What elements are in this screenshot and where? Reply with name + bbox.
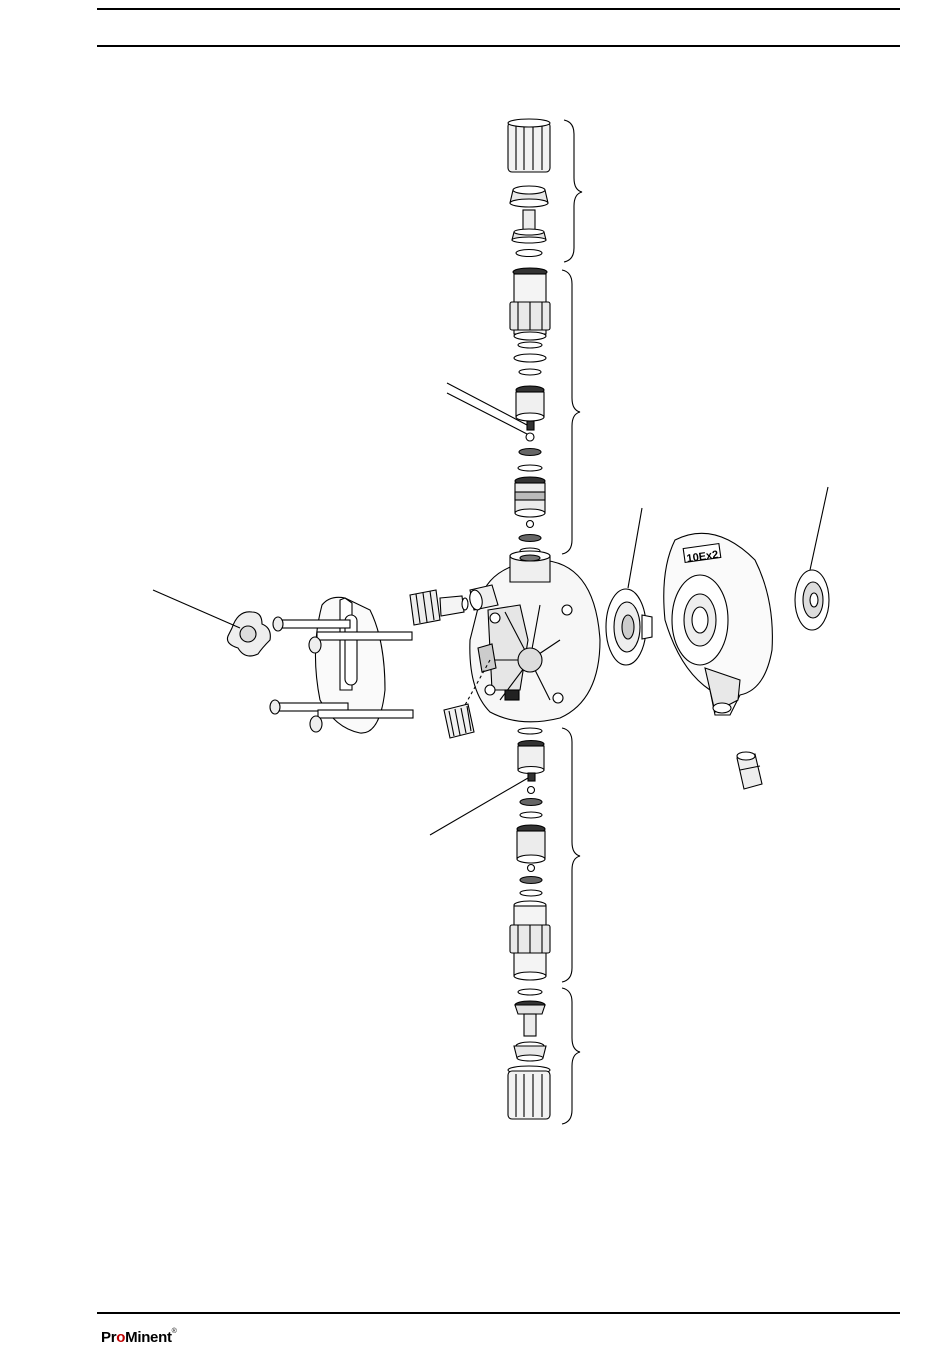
footer-rule <box>97 1312 900 1314</box>
prominent-logo: ProMinent® <box>101 1329 177 1346</box>
top-union-nut <box>508 119 550 172</box>
leader-knob <box>153 590 240 628</box>
leader-diaphragm <box>628 508 642 588</box>
lower-valve-insert <box>517 825 545 863</box>
safety-diaphragm <box>795 570 829 630</box>
brace-4 <box>562 988 580 1124</box>
top-seal-ring <box>516 250 542 257</box>
leader-spring-top-b <box>447 393 527 434</box>
upper-o-ring-2 <box>514 354 546 362</box>
bottom-insert <box>514 1042 546 1061</box>
brace-2 <box>562 270 580 554</box>
lower-seal-ring-e <box>520 890 542 896</box>
bleed-valve-fitting <box>410 590 468 625</box>
upper-seal-ring-b <box>518 465 542 471</box>
upper-valve-seat <box>516 386 544 421</box>
upper-valve-ball-2 <box>527 521 534 528</box>
upper-seal-ring-c <box>519 535 541 542</box>
lower-valve-seat <box>518 741 544 774</box>
lower-seal-ring-b <box>520 799 542 806</box>
bleed-valve-knob <box>444 704 474 738</box>
lower-valve-body <box>510 901 550 980</box>
brace-3 <box>562 728 580 982</box>
lower-seal-ring-d <box>520 877 542 884</box>
pump-head <box>468 551 600 722</box>
lower-valve-ball-2 <box>528 865 535 872</box>
bottom-hose-nozzle <box>515 1001 545 1036</box>
upper-seal-disc <box>519 369 541 375</box>
upper-seal-ring-a <box>519 449 541 456</box>
upper-spring <box>527 421 534 430</box>
lower-valve-ball <box>528 787 535 794</box>
upper-o-ring-1 <box>518 342 542 348</box>
lower-spring <box>528 773 535 781</box>
leader-spring-bottom <box>430 778 528 835</box>
top-insert <box>510 186 548 207</box>
upper-valve-insert <box>515 477 545 517</box>
diaphragm <box>606 589 652 665</box>
leader-safety-diaphragm <box>810 487 828 570</box>
bottom-union-nut <box>508 1066 550 1119</box>
upper-valve-body <box>510 268 550 340</box>
brace-1 <box>564 120 582 262</box>
upper-valve-ball <box>526 433 534 441</box>
lower-seal-ring-a <box>518 728 542 734</box>
star-knob <box>227 612 270 656</box>
drain-plug <box>737 752 762 789</box>
lower-seal-ring-c <box>520 812 542 818</box>
bottom-seal-ring <box>518 989 542 995</box>
leader-spring-top-a <box>447 383 527 425</box>
top-hose-nozzle <box>512 210 546 243</box>
